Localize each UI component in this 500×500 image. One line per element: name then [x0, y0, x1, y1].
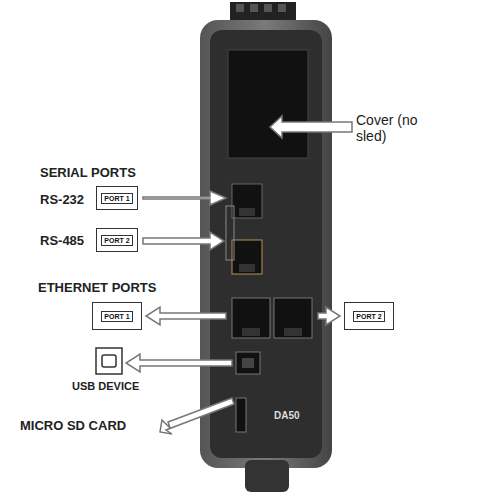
port-icon: PORT 1 — [92, 302, 142, 330]
part-label: RS-232 — [40, 192, 84, 207]
port-text: PORT 1 — [101, 311, 132, 322]
part-label: Cover (no sled) — [356, 112, 426, 144]
part-label: RS-485 — [40, 233, 84, 248]
port-text: PORT 2 — [353, 311, 384, 322]
port-icon: PORT 2 — [344, 302, 394, 330]
port-text: PORT 1 — [101, 193, 132, 204]
part-label: ETHERNET PORTS — [38, 280, 156, 295]
part-label: USB DEVICE — [72, 380, 139, 392]
port-icon: PORT 2 — [96, 228, 138, 252]
part-label: DA50 — [274, 410, 300, 421]
port-text: PORT 2 — [101, 235, 132, 246]
part-label: MICRO SD CARD — [20, 418, 126, 433]
part-label: SERIAL PORTS — [40, 165, 136, 180]
port-icon: PORT 1 — [96, 186, 138, 210]
